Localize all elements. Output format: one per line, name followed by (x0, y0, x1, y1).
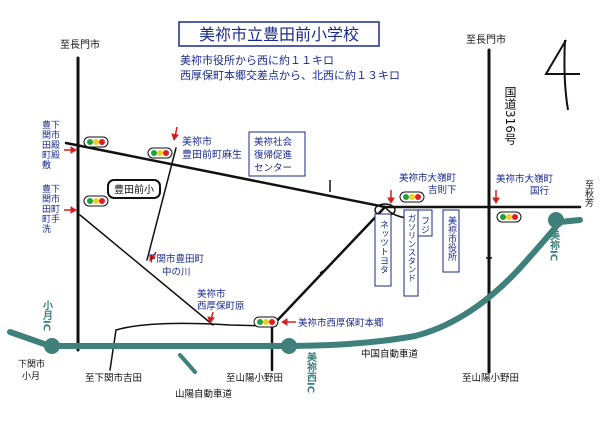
label-kokui-1: 美祢市大嶺町 (496, 173, 554, 185)
page-title: 美祢市立豊田前小学校 (199, 25, 359, 44)
ic-marker-icon (44, 338, 60, 354)
traffic-signal-icon (83, 136, 109, 148)
social-center-line-1: 美祢社会 (254, 136, 293, 148)
gasoline-box (403, 209, 419, 297)
social-center-line-2: 復帰促進 (254, 149, 293, 161)
label-nakanokawa-1: 下関市豊田町 (147, 253, 205, 265)
net-toyota-box (374, 213, 392, 287)
school-label: 豊田前小 (114, 183, 154, 196)
svg-text:関市: 関市 (42, 129, 60, 141)
label-mine-ic: 美祢IC (548, 229, 560, 261)
road-east-west (64, 141, 387, 209)
svg-text:洗: 洗 (42, 223, 51, 235)
sanyo-expressway-line (178, 353, 197, 374)
north-arrow-icon (544, 39, 580, 111)
label-sanyo-expressway: 山陽自動車道 (175, 388, 233, 400)
svg-text:豊下: 豊下 (42, 119, 60, 131)
label-fuji: フジ (419, 216, 430, 234)
svg-text:田町: 田町 (42, 204, 60, 215)
label-nakanokawa-2: 中の川 (162, 266, 191, 278)
label-toyotacho-teara: 豊下 関市 田町 町手 洗 (42, 183, 60, 235)
road-toyota-diagonal (79, 214, 214, 326)
red-arrow-icon (64, 126, 500, 326)
road-yoshida (109, 322, 273, 371)
label-to-nagato-left: 至長門市 (60, 38, 100, 51)
school-box (107, 179, 161, 199)
info-line-2: 西厚保町本郷交差点から、北西に約１３キロ (180, 68, 400, 82)
traffic-signal-icon (496, 211, 522, 223)
label-ohmine-1: 美祢市大嶺町 (399, 172, 457, 184)
label-nishiatsu-2: 西厚保町原 (197, 300, 245, 312)
label-kokui-2: 国行 (530, 185, 550, 197)
label-to-yoshida: 至下関市吉田 (85, 372, 142, 384)
label-nishiatsu-1: 美祢市 (197, 288, 226, 300)
title-box (178, 21, 380, 47)
label-mine-asou-1: 美祢市 (182, 135, 212, 148)
label-ohmine-2: 吉則下 (428, 185, 457, 196)
label-net-toyota: ネッツトヨタ (378, 220, 389, 274)
label-route316: 国道316号 (503, 86, 517, 145)
traffic-signal-icon (83, 195, 109, 207)
label-mine-nishi-ic: 美祢西IC (305, 351, 317, 393)
svg-text:田殿: 田殿 (42, 140, 60, 151)
label-honmachi: 美祢市西厚保町本郷 (298, 317, 384, 329)
label-to-akiyoshi: 至秋芳 (583, 180, 594, 208)
traffic-signal-icon (147, 147, 173, 159)
social-center-box (248, 131, 306, 177)
label-to-nagato-right: 至長門市 (466, 33, 506, 46)
city-hall-box (442, 209, 460, 273)
ic-marker-icon (281, 338, 297, 354)
label-ogetsu-2: 小月 (22, 371, 40, 382)
ic-marker-icon (548, 212, 564, 228)
label-chugoku-expressway: 中国自動車道 (361, 348, 419, 360)
label-to-sanyo-right: 至山陽小野田 (462, 372, 519, 384)
svg-text:町殿: 町殿 (42, 150, 60, 161)
traffic-signal-icon (253, 316, 279, 328)
info-line-1: 美祢市役所から西に約１１キロ (180, 53, 334, 67)
traffic-signal-icon (399, 191, 425, 203)
label-komatsuki-ic: 小月IC (41, 299, 54, 331)
label-toyota-dono: 豊下 関市 田殿 町殿 敷 (42, 119, 60, 171)
svg-text:豊下: 豊下 (42, 183, 60, 195)
label-ogetsu-1: 下関市 (18, 358, 45, 370)
social-center-line-3: センター (254, 163, 292, 174)
road-school-north (146, 147, 177, 261)
chugoku-expressway-line (7, 217, 583, 349)
label-gasoline: ガソリンスタンド (406, 214, 416, 282)
svg-text:町手: 町手 (42, 213, 60, 225)
label-city-hall: 美祢市役所 (446, 215, 457, 262)
svg-text:敷: 敷 (42, 159, 51, 171)
label-mine-asou-2: 豊田前町麻生 (182, 148, 242, 161)
svg-text:関市: 関市 (42, 193, 60, 205)
label-to-sanyo-left: 至山陽小野田 (226, 372, 283, 384)
